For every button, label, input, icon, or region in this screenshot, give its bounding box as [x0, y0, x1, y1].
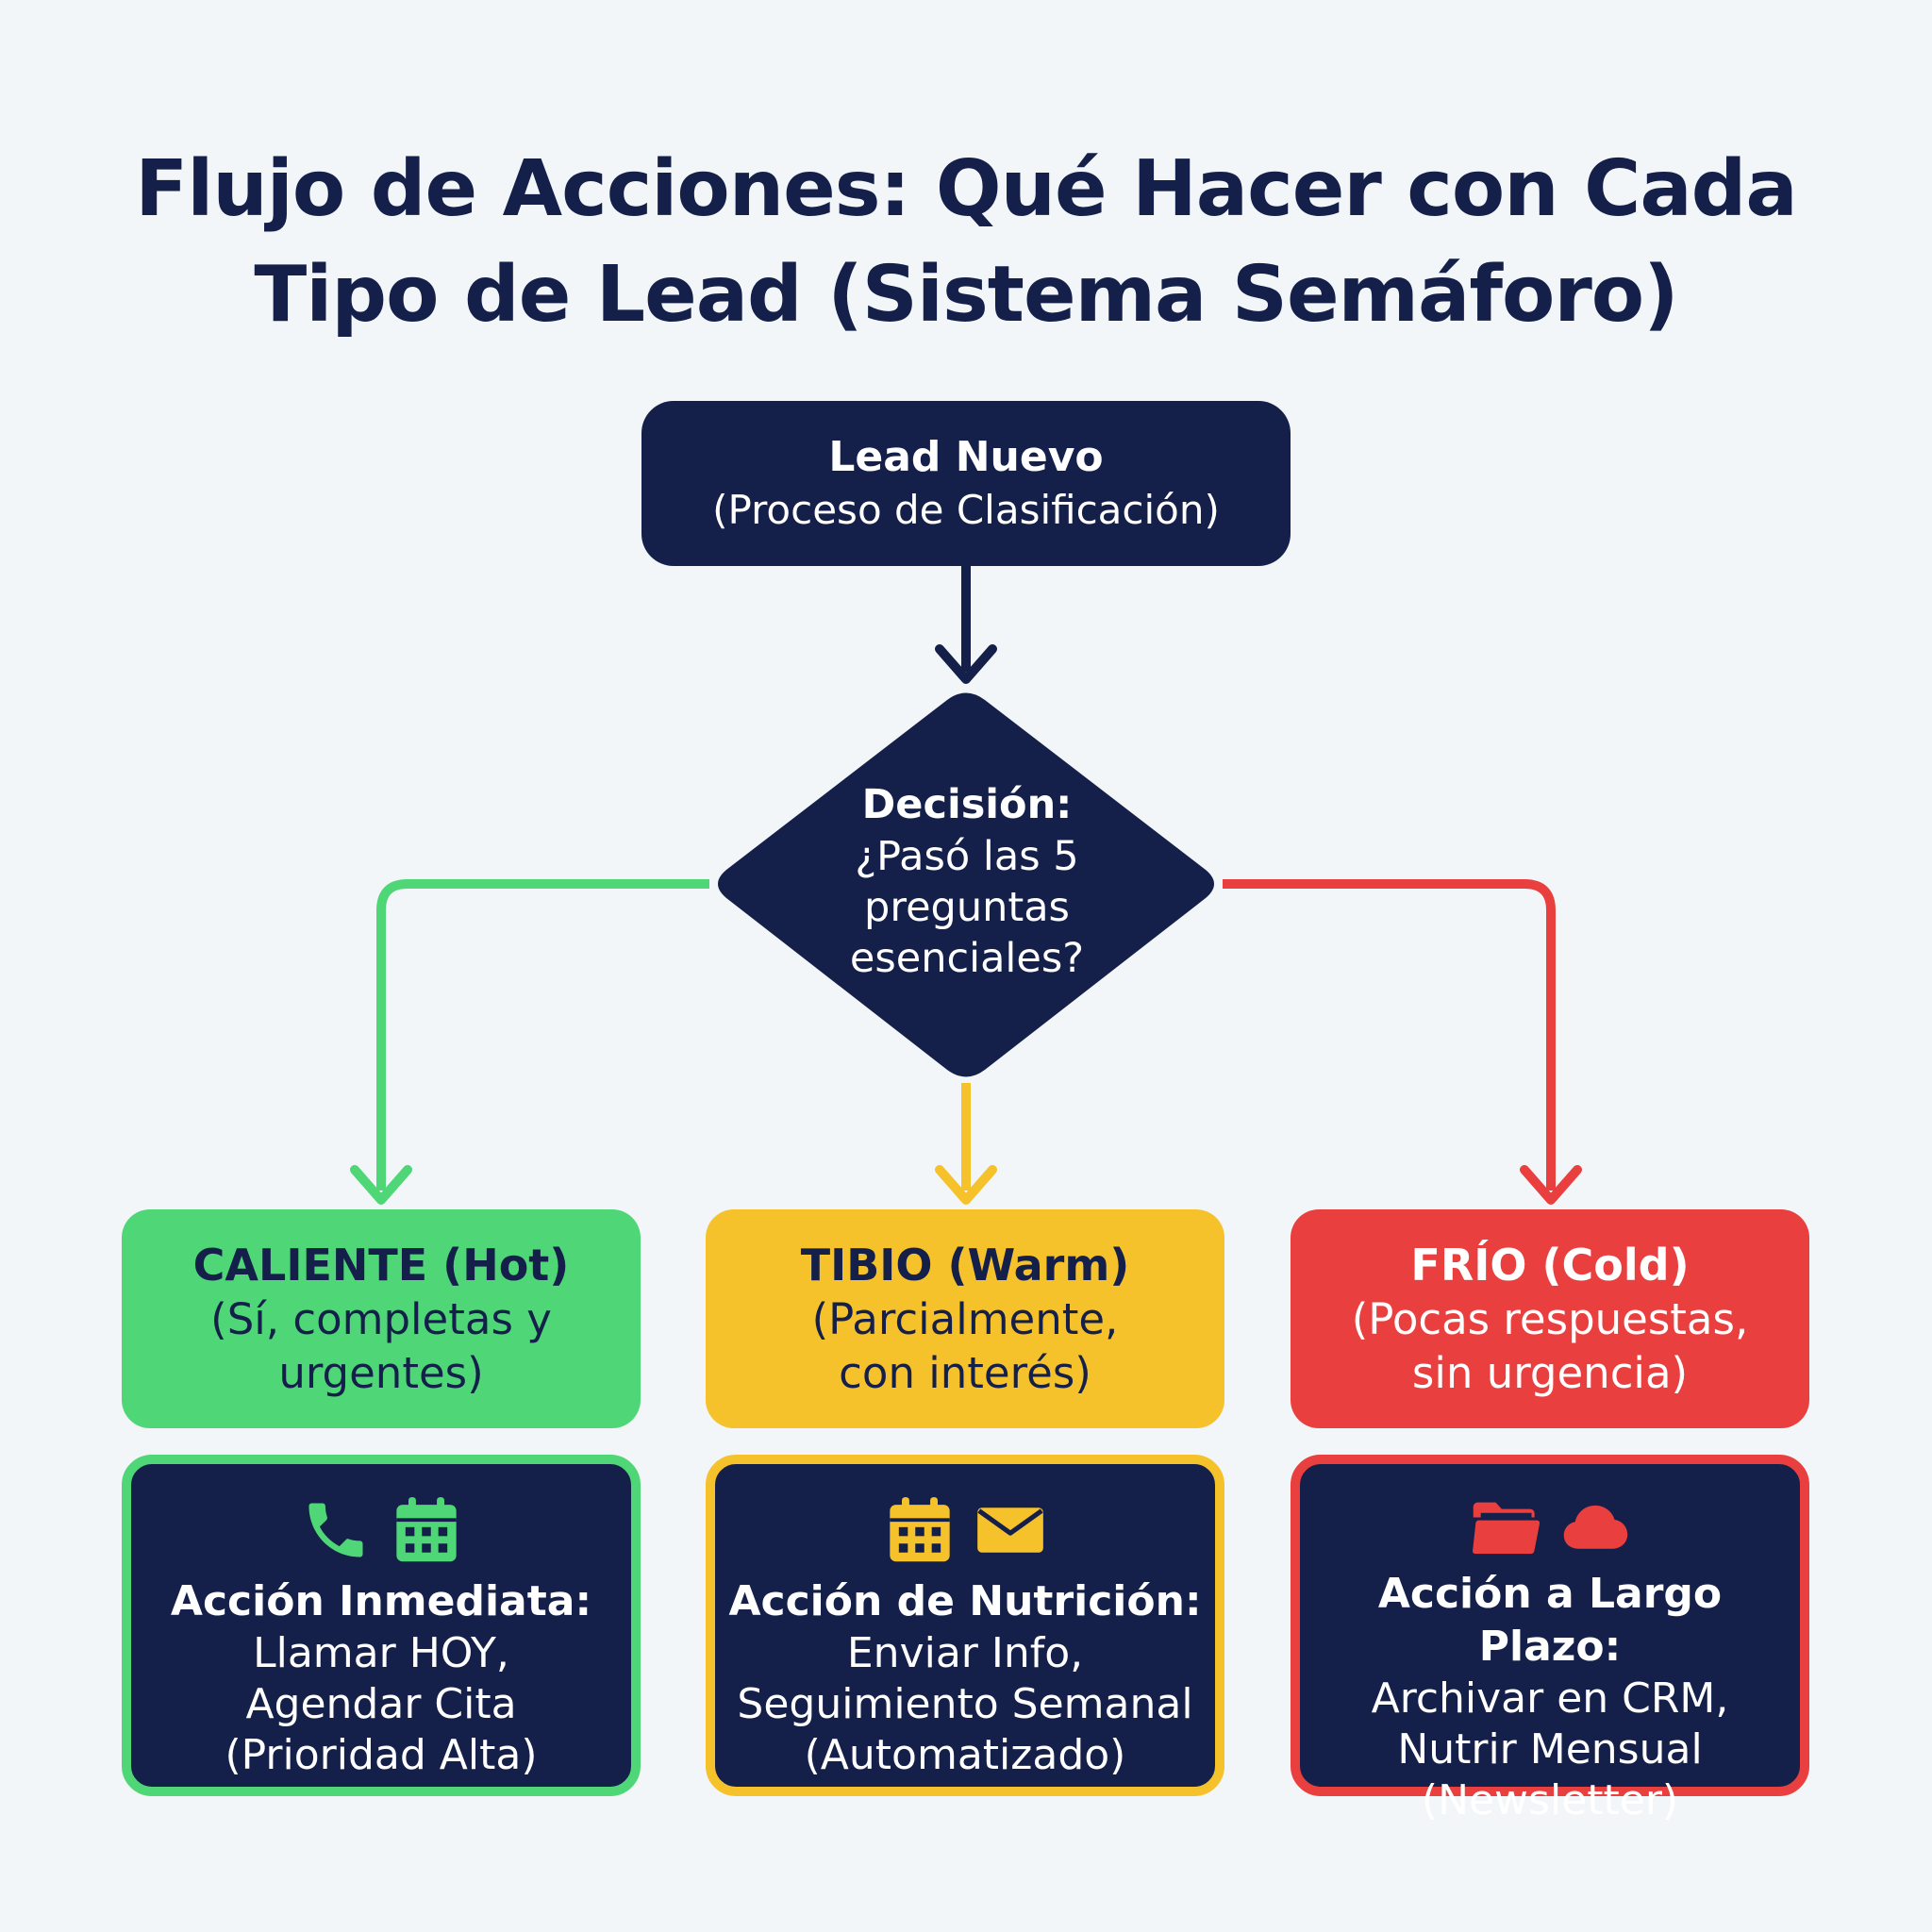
connector-hot [376, 879, 709, 1191]
decision-diamond [718, 692, 1214, 1077]
action-cold-title: Acción a Largo Plazo: [1377, 1570, 1723, 1671]
calendar-icon [884, 1494, 956, 1566]
action-warm-icons [884, 1491, 1046, 1570]
title-line-1: Flujo de Acciones: Qué Hacer con Cada [135, 144, 1797, 234]
calendar-icon [391, 1494, 462, 1566]
start-title: Lead Nuevo [828, 432, 1104, 481]
action-warm: Acción de Nutrición: Enviar Info, Seguim… [706, 1455, 1224, 1796]
cloud-icon [1559, 1491, 1631, 1562]
category-cold-title: FRÍO (Cold) [1410, 1239, 1690, 1291]
start-subtitle: (Proceso de Clasificación) [712, 486, 1220, 533]
decision-question-line-3: esenciales? [849, 935, 1085, 982]
action-hot-line-3: (Prioridad Alta) [225, 1731, 538, 1779]
arrowhead-warm [935, 1165, 997, 1205]
action-warm-line-2: Seguimiento Semanal [737, 1680, 1193, 1728]
decision-text: Decisión: ¿Pasó las 5 preguntas esencial… [774, 779, 1160, 984]
category-warm-desc-2: con interés) [839, 1347, 1091, 1398]
arrowhead-cold [1520, 1165, 1582, 1205]
action-warm-line-3: (Automatizado) [804, 1731, 1126, 1779]
action-cold-line-3: (Newsletter) [1421, 1776, 1679, 1824]
category-warm: TIBIO (Warm) (Parcialmente, con interés) [706, 1209, 1224, 1428]
connector-cold [1223, 879, 1556, 1191]
action-warm-title: Acción de Nutrición: [728, 1577, 1202, 1625]
action-hot-line-2: Agendar Cita [245, 1680, 517, 1728]
decision-label: Decisión: [861, 781, 1073, 828]
decision-question-line-2: preguntas [864, 884, 1070, 931]
envelope-icon [974, 1494, 1046, 1566]
action-hot-line-1: Llamar HOY, [253, 1629, 509, 1677]
action-warm-line-1: Enviar Info, [846, 1629, 1084, 1677]
page-title: Flujo de Acciones: Qué Hacer con Cada Ti… [0, 137, 1932, 348]
category-cold: FRÍO (Cold) (Pocas respuestas, sin urgen… [1291, 1209, 1809, 1428]
category-hot-desc-2: urgentes) [278, 1347, 484, 1398]
action-cold-icons [1469, 1491, 1631, 1562]
action-hot: Acción Inmediata: Llamar HOY, Agendar Ci… [122, 1455, 641, 1796]
arrowhead-hot [350, 1165, 412, 1205]
phone-icon [300, 1494, 372, 1566]
title-line-2: Tipo de Lead (Sistema Semáforo) [254, 250, 1678, 340]
action-cold: Acción a Largo Plazo: Archivar en CRM, N… [1291, 1455, 1809, 1824]
action-cold-line-1: Archivar en CRM, [1371, 1674, 1729, 1723]
category-hot-desc-1: (Sí, completas y [210, 1293, 552, 1344]
category-hot: CALIENTE (Hot) (Sí, completas y urgentes… [122, 1209, 641, 1428]
action-cold-line-2: Nutrir Mensual [1397, 1725, 1703, 1774]
arrowhead-start-to-decision [935, 644, 997, 684]
category-cold-desc-2: sin urgencia) [1411, 1347, 1689, 1398]
folder-icon [1469, 1491, 1541, 1562]
category-warm-desc-1: (Parcialmente, [811, 1293, 1119, 1344]
action-hot-title: Acción Inmediata: [170, 1577, 592, 1625]
decision-question-line-1: ¿Pasó las 5 [855, 833, 1079, 880]
action-hot-icons [300, 1491, 462, 1570]
start-node: Lead Nuevo (Proceso de Clasificación) [641, 401, 1291, 566]
category-warm-title: TIBIO (Warm) [800, 1239, 1130, 1291]
category-hot-title: CALIENTE (Hot) [192, 1239, 570, 1291]
category-cold-desc-1: (Pocas respuestas, [1351, 1293, 1749, 1344]
